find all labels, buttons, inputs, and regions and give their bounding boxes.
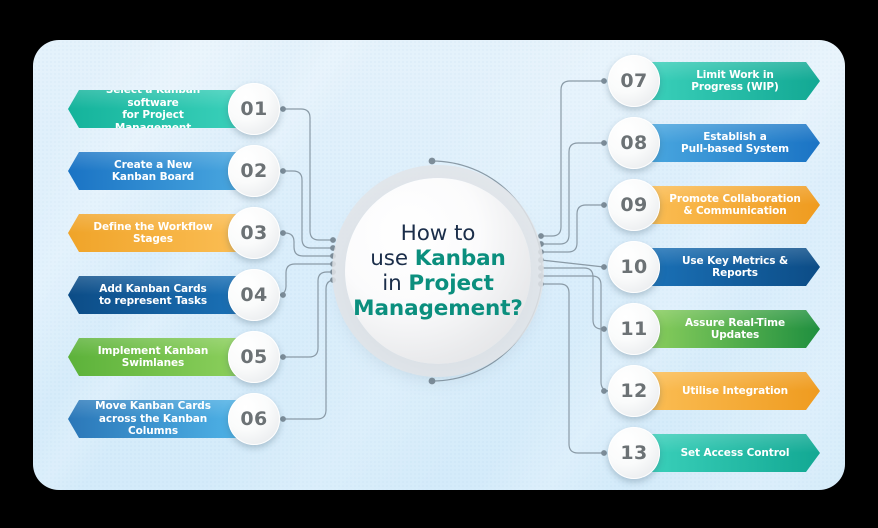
step-label-bar-09[interactable]: Promote Collaboration& Communication xyxy=(644,186,820,224)
center-line-1: How to xyxy=(400,221,476,246)
step-label-text-13: Set Access Control xyxy=(680,446,790,459)
step-number-11: 11 xyxy=(608,303,660,355)
step-number-03: 03 xyxy=(228,207,280,259)
central-topic-text: How to use Kanban in Project Management? xyxy=(345,221,531,321)
step-number-07: 07 xyxy=(608,55,660,107)
step-label-bar-10[interactable]: Use Key Metrics & Reports xyxy=(644,248,820,286)
step-row-13[interactable]: 13 Set Access Control xyxy=(608,427,820,479)
step-label-text-09: Promote Collaboration& Communication xyxy=(669,192,801,217)
step-number-04: 04 xyxy=(228,269,280,321)
center-line-4-accent: Management? xyxy=(353,296,523,321)
step-number-01: 01 xyxy=(228,83,280,135)
center-line-3-plain: in xyxy=(382,271,409,296)
step-row-12[interactable]: 12 Utilise Integration xyxy=(608,365,820,417)
step-label-bar-12[interactable]: Utilise Integration xyxy=(644,372,820,410)
step-number-02: 02 xyxy=(228,145,280,197)
step-row-09[interactable]: 09 Promote Collaboration& Communication xyxy=(608,179,820,231)
step-label-bar-13[interactable]: Set Access Control xyxy=(644,434,820,472)
step-number-10: 10 xyxy=(608,241,660,293)
step-label-text-12: Utilise Integration xyxy=(681,384,789,397)
center-line-3-accent: Project xyxy=(408,271,494,296)
step-number-05: 05 xyxy=(228,331,280,383)
step-label-text-10: Use Key Metrics & Reports xyxy=(681,254,789,279)
step-number-08: 08 xyxy=(608,117,660,169)
step-number-13: 13 xyxy=(608,427,660,479)
step-number-06: 06 xyxy=(228,393,280,445)
center-line-2-accent: Kanban xyxy=(414,246,506,271)
step-number-12: 12 xyxy=(608,365,660,417)
step-row-10[interactable]: 10 Use Key Metrics & Reports xyxy=(608,241,820,293)
central-topic-circle: How to use Kanban in Project Management? xyxy=(345,178,531,364)
step-number-09: 09 xyxy=(608,179,660,231)
center-line-2-plain: use xyxy=(370,246,415,271)
